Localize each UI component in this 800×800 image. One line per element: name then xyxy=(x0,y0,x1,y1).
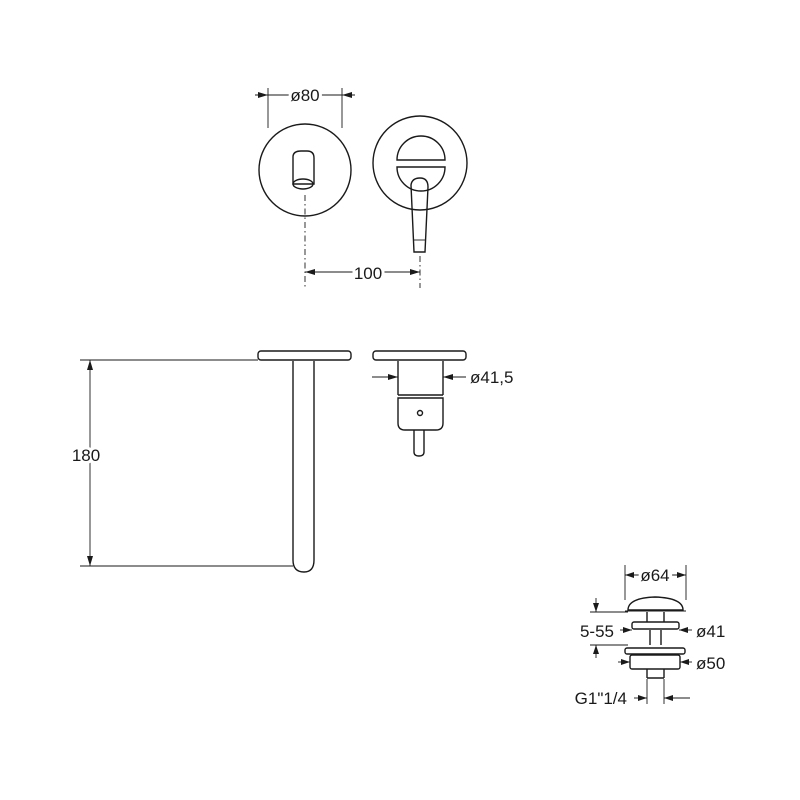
waste-valve-detail: ø64 5-55 ø41 ø50 xyxy=(575,563,726,708)
plate-diameter-label: ø80 xyxy=(290,86,319,105)
waste-adjust-range-dimension: 5-55 xyxy=(580,598,628,658)
spout-offset-label: 100 xyxy=(354,264,382,283)
waste-body-diameter-dimension: ø50 xyxy=(618,654,725,673)
front-view: ø80 100 xyxy=(255,83,468,288)
waste-top-diameter-dimension: ø64 xyxy=(624,563,687,600)
mixer-plate-front xyxy=(372,115,468,288)
waste-thread-dimension: G1"1/4 xyxy=(575,679,690,708)
spout-offset-dimension: 100 xyxy=(305,261,420,286)
mixer-body-side xyxy=(372,350,467,457)
plate-diameter-dimension: ø80 xyxy=(255,83,355,128)
spout-side xyxy=(257,350,352,573)
side-view: 180 ø41,5 xyxy=(69,350,513,573)
body-diameter-label: ø41,5 xyxy=(470,368,513,387)
waste-top-diameter-label: ø64 xyxy=(640,566,669,585)
waste-adjust-range-label: 5-55 xyxy=(580,622,614,641)
spout-length-dimension: 180 xyxy=(69,359,293,567)
waste-stem-diameter-dimension: ø41 xyxy=(620,622,725,641)
waste-stem-diameter-label: ø41 xyxy=(696,622,725,641)
waste-thread-label: G1"1/4 xyxy=(575,689,627,708)
body-diameter-dimension: ø41,5 xyxy=(372,368,513,387)
spout-plate-front xyxy=(258,123,352,288)
spout-length-label: 180 xyxy=(72,446,100,465)
waste-body-diameter-label: ø50 xyxy=(696,654,725,673)
